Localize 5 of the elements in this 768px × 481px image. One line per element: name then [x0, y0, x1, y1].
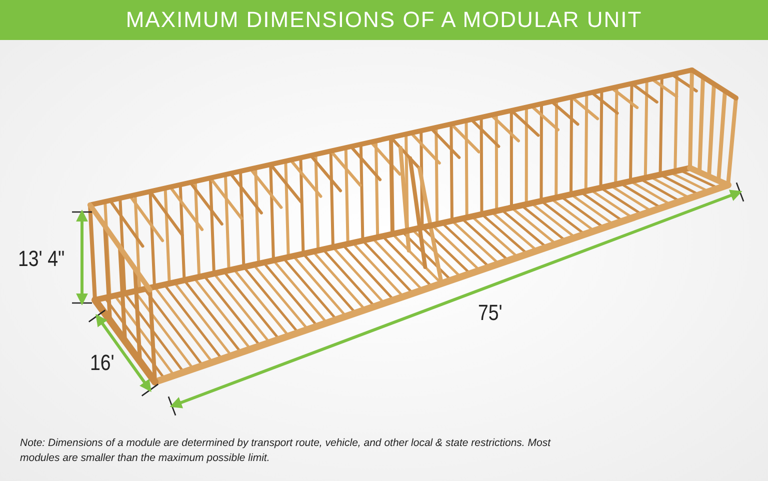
footnote: Note: Dimensions of a module are determined by transport route, vehicle, and other local & state restrictions. Most modules are smaller than the maximum possible limit. [20, 436, 552, 466]
dimension-label: 13' 4" [18, 246, 65, 272]
title-banner: MAXIMUM DIMENSIONS OF A MODULAR UNIT [0, 0, 768, 40]
dimension-label: 75' [478, 300, 502, 326]
dimension-label: 16' [90, 350, 114, 376]
